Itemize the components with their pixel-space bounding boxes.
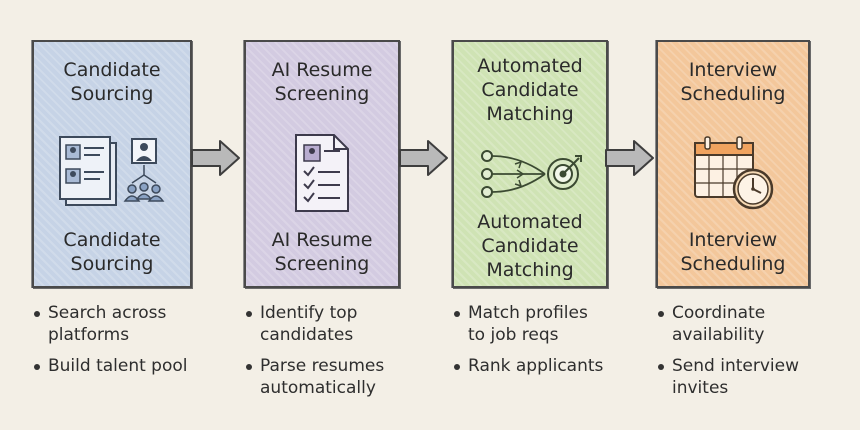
calendar-clock-icon [658,128,808,218]
bullet-item: Coordinate availability [656,302,836,346]
candidate-profiles-icon [34,128,190,218]
bullet-item: Build talent pool [32,355,212,377]
matching-target-icon [454,142,606,206]
bullet-text: Coordinate availability [672,303,766,345]
stage-title: AI Resume Screening [271,59,373,105]
bullet-item: Search across platforms [32,302,212,346]
stage-title: Automated Candidate Matching [477,55,583,125]
arrow-right-icon [399,140,448,176]
bullet-item: Rank applicants [452,355,632,377]
bullet-text: Parse resumes automatically [260,356,385,398]
stage-subtitle: Automated Candidate Matching [477,211,583,281]
bullet-item: Match profiles to job reqs [452,302,632,346]
stage-subtitle: Interview Scheduling [680,229,786,275]
bullet-text: Match profiles to job reqs [468,303,588,345]
stage-title: Interview Scheduling [680,59,786,105]
stage-title: Candidate Sourcing [63,59,161,105]
stage-ai-resume-screening: AI Resume Screening AI Resume Screening [244,40,400,288]
matching-bullets: Match profiles to job reqs Rank applican… [452,302,632,386]
bullet-text: Send interview invites [672,356,799,398]
screening-bullets: Identify top candidates Parse resumes au… [244,302,424,408]
arrow-right-icon [191,140,240,176]
stage-subtitle: Candidate Sourcing [63,229,161,275]
bullet-text: Build talent pool [48,356,188,376]
bullet-item: Parse resumes automatically [244,355,424,399]
sourcing-bullets: Search across platforms Build talent poo… [32,302,212,386]
stage-interview-scheduling: Interview Scheduling Interview Schedulin… [656,40,810,288]
stage-automated-candidate-matching: Automated Candidate Matching Automated C… [452,40,608,288]
bullet-text: Search across platforms [48,303,167,345]
scheduling-bullets: Coordinate availability Send interview i… [656,302,836,408]
bullet-item: Identify top candidates [244,302,424,346]
bullet-item: Send interview invites [656,355,836,399]
stage-subtitle: AI Resume Screening [271,229,373,275]
resume-checklist-icon [246,128,398,218]
stage-candidate-sourcing: Candidate Sourcing Candidate [32,40,192,288]
bullet-text: Rank applicants [468,356,604,376]
bullet-text: Identify top candidates [260,303,358,345]
arrow-right-icon [605,140,654,176]
